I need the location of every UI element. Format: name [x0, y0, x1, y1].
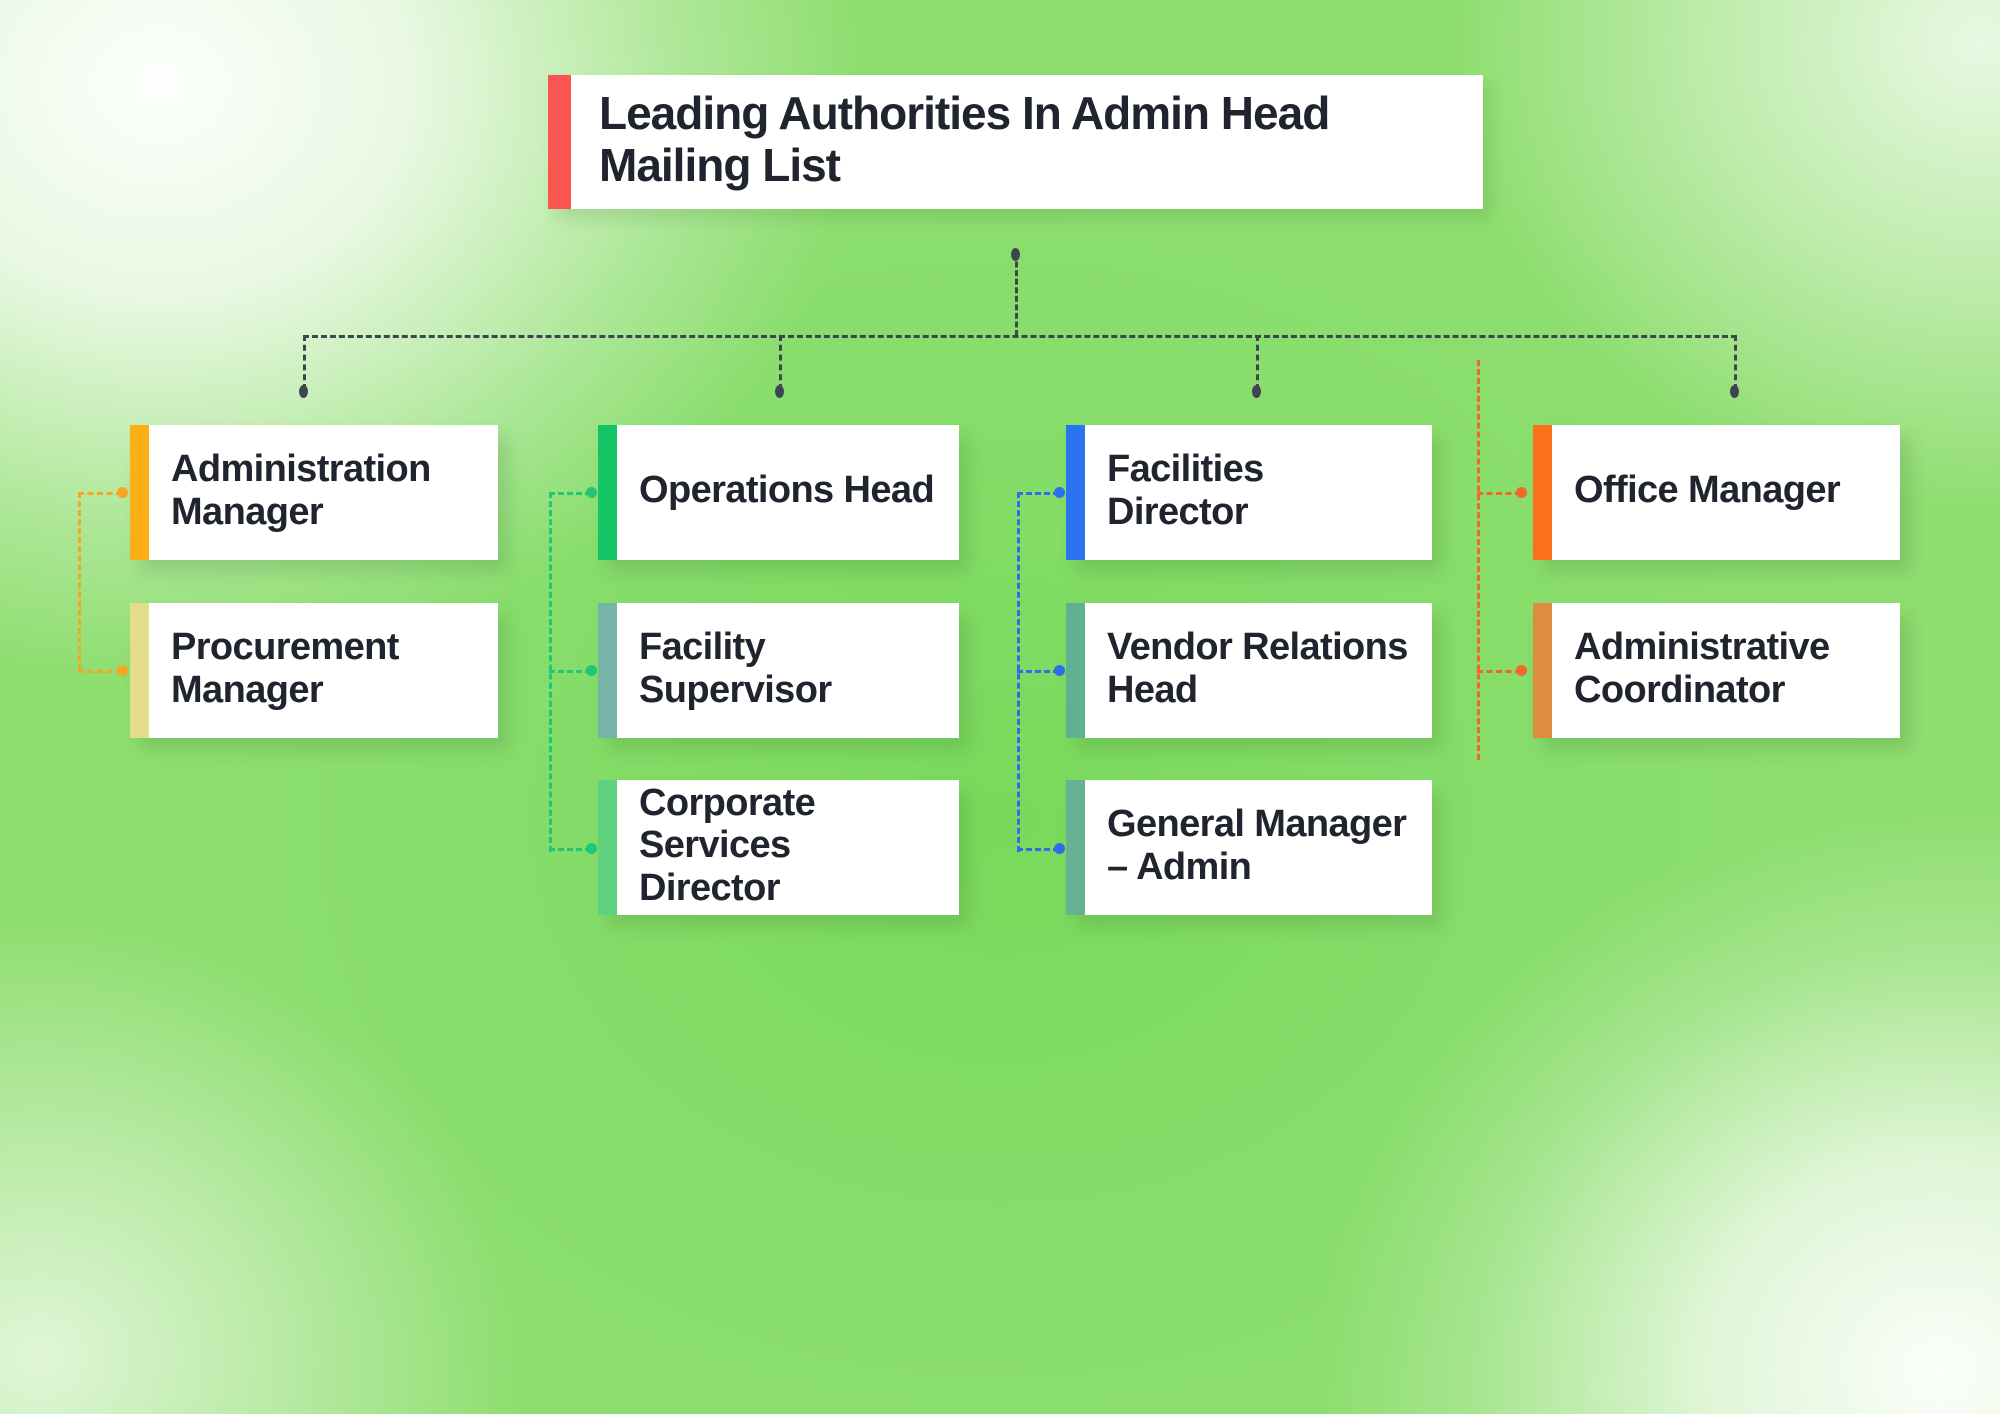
node-label-procurement-manager: Procurement Manager [171, 625, 399, 711]
accent-bar-administration-manager [130, 425, 149, 560]
node-administrative-coordinator[interactable]: Administrative Coordinator [1533, 603, 1900, 738]
trunk-drop-dot-3 [1252, 385, 1261, 398]
accent-bar-corporate-services-director [598, 780, 617, 915]
node-label-administration-manager: Administration Manager [171, 447, 431, 533]
chart-title-card[interactable]: Leading Authorities In Admin Head Mailin… [548, 75, 1483, 209]
branch-1-link-to-administration-manager [78, 492, 122, 495]
accent-bar-operations-head [598, 425, 617, 560]
trunk-drop-dot-2 [775, 385, 784, 398]
branch-2-link-to-facility-supervisor [549, 670, 591, 673]
branch-4-trunk [1477, 360, 1480, 760]
node-facility-supervisor[interactable]: Facility Supervisor [598, 603, 959, 738]
branch-4-link-to-administrative-coordinator [1477, 670, 1521, 673]
node-facilities-director[interactable]: Facilities Director [1066, 425, 1432, 560]
branch-2-link-to-operations-head [549, 492, 591, 495]
node-label-facilities-director: Facilities Director [1107, 447, 1264, 533]
branch-2-link-to-corporate-services-director [549, 848, 591, 851]
trunk-drop-branch-2 [779, 335, 782, 390]
trunk-vertical-from-title [1015, 253, 1018, 336]
branch-1-dot-administration-manager [117, 487, 128, 498]
trunk-horizontal-bus [303, 335, 1737, 338]
branch-3-link-to-vendor-relations-head [1017, 670, 1059, 673]
branch-4-dot-administrative-coordinator [1516, 665, 1527, 676]
accent-bar-general-manager-admin [1066, 780, 1085, 915]
trunk-drop-branch-3 [1256, 335, 1259, 390]
branch-4-link-to-office-manager [1477, 492, 1521, 495]
trunk-top-dot [1011, 248, 1020, 261]
branch-4-dot-office-manager [1516, 487, 1527, 498]
chart-title-text: Leading Authorities In Admin Head Mailin… [571, 75, 1483, 209]
trunk-drop-dot-4 [1730, 385, 1739, 398]
node-general-manager-admin[interactable]: General Manager – Admin [1066, 780, 1432, 915]
chart-title-line-1: Leading Authorities In Admin Head [599, 86, 1330, 139]
node-procurement-manager[interactable]: Procurement Manager [130, 603, 498, 738]
chart-title-line-2: Mailing List [599, 139, 841, 191]
branch-2-dot-corporate-services-director [586, 843, 597, 854]
node-label-vendor-relations-head: Vendor Relations Head [1107, 625, 1408, 711]
accent-bar-facility-supervisor [598, 603, 617, 738]
accent-bar-facilities-director [1066, 425, 1085, 560]
branch-2-dot-facility-supervisor [586, 665, 597, 676]
trunk-drop-branch-1 [303, 335, 306, 390]
node-label-facility-supervisor: Facility Supervisor [639, 625, 832, 711]
accent-bar-administrative-coordinator [1533, 603, 1552, 738]
node-label-general-manager-admin: General Manager – Admin [1107, 802, 1407, 888]
node-administration-manager[interactable]: Administration Manager [130, 425, 498, 560]
accent-bar-procurement-manager [130, 603, 149, 738]
branch-3-dot-vendor-relations-head [1054, 665, 1065, 676]
branch-3-link-to-facilities-director [1017, 492, 1059, 495]
node-label-corporate-services-director: Corporate Services Director [639, 781, 816, 909]
node-vendor-relations-head[interactable]: Vendor Relations Head [1066, 603, 1432, 738]
node-label-office-manager: Office Manager [1574, 469, 1841, 512]
branch-3-dot-facilities-director [1054, 487, 1065, 498]
node-label-administrative-coordinator: Administrative Coordinator [1574, 625, 1830, 711]
branch-2-dot-operations-head [586, 487, 597, 498]
branch-1-trunk [78, 492, 81, 670]
accent-bar-office-manager [1533, 425, 1552, 560]
node-label-operations-head: Operations Head [639, 469, 935, 512]
node-office-manager[interactable]: Office Manager [1533, 425, 1900, 560]
node-operations-head[interactable]: Operations Head [598, 425, 959, 560]
branch-1-dot-procurement-manager [117, 665, 128, 676]
trunk-drop-dot-1 [299, 385, 308, 398]
branch-3-link-to-general-manager-admin [1017, 848, 1059, 851]
branch-3-dot-general-manager-admin [1054, 843, 1065, 854]
trunk-drop-branch-4 [1734, 335, 1737, 390]
node-corporate-services-director[interactable]: Corporate Services Director [598, 780, 959, 915]
branch-1-link-to-procurement-manager [78, 670, 122, 673]
accent-bar-vendor-relations-head [1066, 603, 1085, 738]
title-accent-bar [548, 75, 571, 209]
